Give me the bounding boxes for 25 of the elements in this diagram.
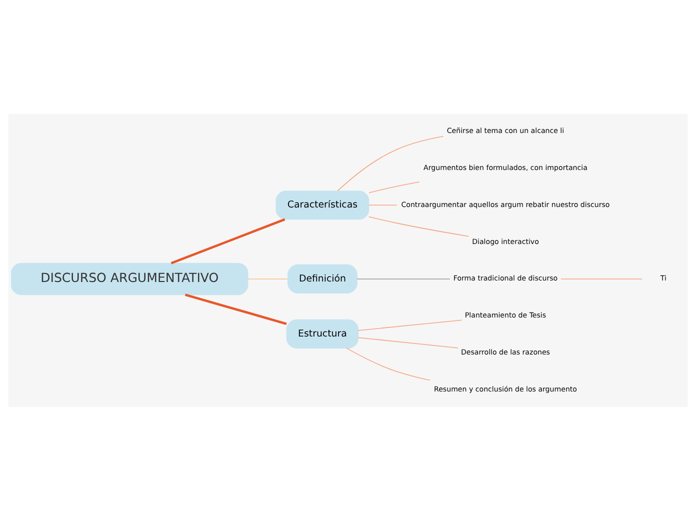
connector bbox=[184, 293, 287, 324]
node-text: Argumentos bien formulados, con importancia bbox=[424, 162, 588, 172]
node-box: Definición bbox=[288, 264, 358, 293]
connector bbox=[170, 218, 286, 264]
node-text: Planteamiento de Tesis bbox=[464, 310, 546, 320]
connector bbox=[356, 278, 450, 279]
node-text: Ceñirse al tema con un alcance li bbox=[446, 126, 564, 135]
connector bbox=[560, 278, 642, 279]
connector bbox=[248, 278, 288, 279]
connector bbox=[368, 204, 398, 206]
node-text: Dialogo interactivo bbox=[472, 236, 539, 246]
node-box: Características bbox=[276, 190, 370, 220]
connector bbox=[346, 347, 430, 380]
connector bbox=[368, 180, 420, 193]
node-box: DISCURSO ARGUMENTATIVO bbox=[11, 262, 248, 295]
connector bbox=[368, 216, 470, 236]
node-text: Forma tradicional de discurso bbox=[453, 273, 558, 282]
node-box: Estructura bbox=[286, 318, 359, 348]
connector bbox=[337, 136, 444, 191]
connector bbox=[358, 319, 462, 330]
node-text: Ti bbox=[660, 273, 666, 282]
connector bbox=[358, 336, 459, 348]
node-text: Contraargumentar aquellos argum rebatir nuestro discurso bbox=[401, 199, 610, 208]
node-text: Resumen y conclusión de los argumento bbox=[434, 384, 577, 393]
node-text: Desarrollo de las razones bbox=[461, 347, 550, 356]
